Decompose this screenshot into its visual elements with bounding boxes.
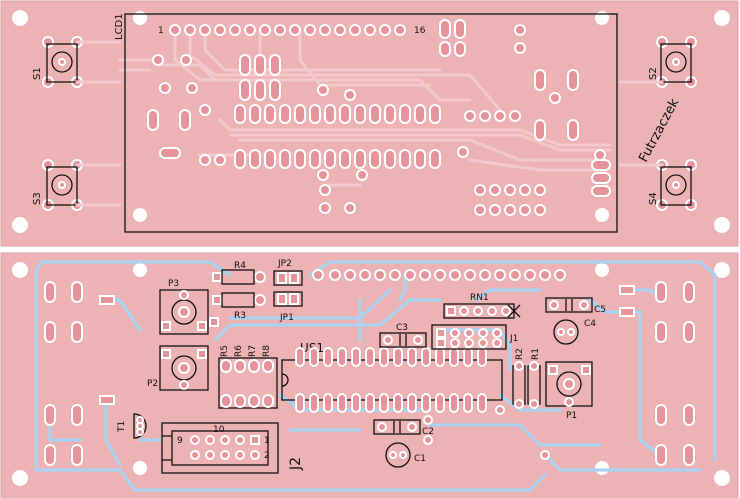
lcd-label: LCD1 (114, 13, 125, 40)
lcd-pin-first: 1 (158, 26, 164, 36)
mounting-hole (595, 208, 609, 222)
mounting-hole (595, 263, 609, 277)
mounting-hole (714, 217, 730, 233)
pot-p3: P3 (159, 279, 209, 335)
pot-p1: P1 (545, 361, 593, 421)
top-right-pads (474, 149, 611, 216)
pot-p1-label: P1 (566, 411, 577, 421)
resistor-r8-label: R8 (262, 345, 272, 357)
pot-p2-label: P2 (147, 379, 158, 389)
resistor-r1-label: R1 (531, 348, 541, 360)
mounting-hole (714, 10, 730, 26)
bottom-panel: R4 R3 JP2 JP1 P3 (0, 252, 739, 499)
jumper-jp2-label: JP2 (277, 259, 292, 269)
mounting-hole (714, 262, 730, 278)
resistor-r2-label: R2 (515, 348, 525, 360)
switch-s4: S4 (648, 159, 697, 211)
capacitor-c1: C1 (385, 442, 426, 468)
switch-s2-label: S2 (648, 67, 659, 80)
top-panel: LCD1 1 16 (0, 0, 739, 247)
header-j1-label: J1 (509, 334, 518, 344)
mounting-hole (133, 263, 147, 277)
mounting-hole (595, 461, 609, 475)
resistor-r4-label: R4 (234, 261, 246, 271)
mounting-hole (12, 262, 28, 278)
mounting-hole (133, 208, 147, 222)
pot-p3-label: P3 (168, 279, 179, 289)
connector-j2-pin-1: 1 (264, 436, 270, 446)
capacitor-c3: C3 (379, 323, 427, 348)
network-rn1-label: RN1 (470, 293, 489, 303)
jumper-jp1-label: JP1 (279, 313, 294, 323)
jumper-jp2: JP2 (273, 259, 303, 286)
connector-j2: 10 9 1 2 J2 (161, 422, 304, 474)
lcd-connection-pads (312, 269, 566, 281)
resistor-r5-label: R5 (220, 345, 230, 357)
mounting-hole (595, 11, 609, 25)
mounting-hole (12, 217, 28, 233)
bottom-side-pads (44, 281, 695, 466)
capacitor-c2-label: C2 (422, 427, 434, 437)
capacitor-c5: C5 (545, 297, 606, 315)
transistor-t1: T1 (117, 413, 147, 439)
resistor-r3-label: R3 (234, 311, 246, 321)
capacitor-c2: C2 (373, 419, 434, 437)
lcd-header-pads (169, 24, 406, 36)
resistor-r7-label: R7 (248, 345, 258, 357)
switch-s1-label: S1 (32, 67, 43, 80)
resistor-r3: R3 (212, 292, 266, 321)
top-pads (147, 19, 579, 214)
top-ic-rows (234, 104, 521, 169)
resistor-array-r5-r8: R5 R6 R7 R8 (218, 345, 278, 409)
capacitor-c1-label: C1 (414, 454, 426, 464)
resistor-r6-label: R6 (234, 345, 244, 357)
mounting-hole (714, 470, 730, 486)
switch-s4-label: S4 (648, 192, 659, 205)
pot-p2: P2 (147, 345, 209, 391)
capacitor-c4-label: C4 (584, 319, 596, 329)
resistor-r2: R2 (512, 348, 526, 409)
bottom-misc-pads (209, 317, 550, 460)
mounting-hole (133, 11, 147, 25)
lcd-outline (124, 13, 618, 233)
connector-j2-label: J2 (288, 457, 304, 471)
capacitor-c5-label: C5 (594, 305, 606, 315)
capacitor-c4: C4 (553, 319, 596, 345)
connector-j2-pin-9: 9 (177, 436, 183, 446)
network-rn1: RN1 (443, 293, 521, 319)
switch-s3-label: S3 (32, 192, 43, 205)
mounting-hole (12, 10, 28, 26)
resistor-r4: R4 (212, 261, 266, 285)
mounting-hole (12, 470, 28, 486)
transistor-t1-label: T1 (117, 421, 127, 433)
connector-j2-pin-2: 2 (264, 451, 270, 461)
header-j1: J1 (431, 324, 518, 350)
jumper-jp1: JP1 (273, 291, 303, 323)
capacitor-c3-label: C3 (396, 323, 408, 333)
resistor-r1: R1 (527, 348, 541, 409)
connector-j2-pin-10: 10 (213, 425, 225, 435)
lcd-pin-last: 16 (414, 26, 426, 36)
mounting-hole (133, 461, 147, 475)
ic-us1: US1 (281, 341, 503, 413)
